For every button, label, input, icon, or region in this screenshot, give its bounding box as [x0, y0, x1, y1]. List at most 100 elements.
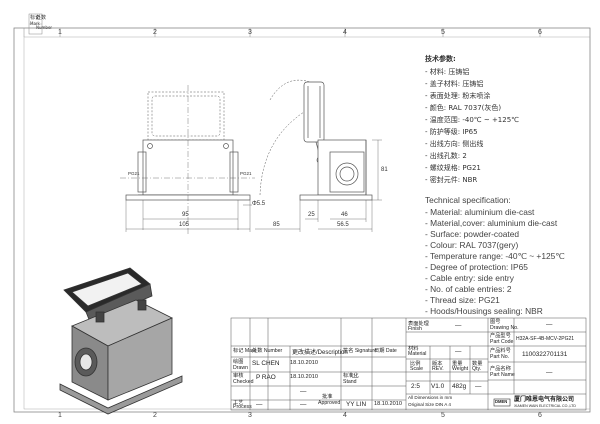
spec-cn-line: - 材料: 压铸铝: [425, 68, 470, 76]
tb-qty-val: —: [475, 383, 482, 390]
company-name-en: XIAMEN WAIN ELECTRICAL CO.,LTD: [514, 404, 576, 408]
tb-drawn-date: 18.10.2010: [290, 360, 318, 366]
spec-cn-line: - 出线方向: 侧出线: [425, 140, 484, 148]
tb-drawing-no-cn: 图号: [490, 319, 501, 325]
tb-h-sign: 签名 Signature: [343, 348, 378, 354]
grid-bottom-5: 5: [441, 412, 445, 419]
tb-material-cn: 材料: [408, 346, 419, 352]
tb-paper-note: Original Size DIN A 4: [408, 402, 451, 407]
tb-qty-cn: 数量: [472, 361, 483, 367]
grid-top-1: 1: [58, 29, 62, 36]
tb-rev-cn: 版本: [432, 361, 443, 367]
spec-en-line: - No. of cable entries: 2: [425, 284, 512, 294]
tb-finish-en: Finish: [408, 326, 422, 332]
tb-checked-date: 18.10.2010: [290, 374, 318, 380]
inner-frame: [23, 36, 591, 410]
spec-en-title: Technical specification:: [425, 195, 511, 205]
tb-finish-val: —: [455, 322, 462, 329]
grid-bottom-6: 6: [538, 412, 542, 419]
company-logo: DMEN: [495, 399, 508, 404]
spec-cn-title: 技术参数:: [425, 55, 456, 63]
spec-en-line: - Degree of protection: IP65: [425, 262, 528, 272]
tb-checked-en: Checked: [233, 379, 254, 385]
grid-bottom-2: 2: [153, 412, 157, 419]
grid-bottom-1: 1: [58, 412, 62, 419]
tb-h-mark: 标记 Mark: [233, 348, 257, 354]
tb-checked-cn: 审核: [233, 373, 244, 379]
dim-side-right: PG21: [240, 171, 252, 176]
tb-scale-en: Scale: [410, 366, 423, 372]
spec-cn-line: - 表面处理: 粉末喷涂: [425, 92, 491, 100]
spec-en-line: - Temperature range: -40℃ ~ +125℃: [425, 251, 565, 261]
tb-stand-cn: 标准化: [343, 373, 359, 379]
tb-part-code-val: H32A-SF-4B-MCV-2PG21: [516, 336, 575, 342]
rev-number-en: Number: [36, 25, 53, 30]
tb-scale-val: 2:5: [411, 383, 420, 390]
tb-drawn-name: SL CHEN: [252, 360, 280, 367]
grid-top-3: 3: [248, 29, 252, 36]
tb-process-name: —: [256, 401, 263, 408]
tb-dims-note: All Dimensions in mm: [408, 395, 453, 400]
tb-material-val: —: [455, 348, 462, 355]
tb-approved-en: Approved: [318, 400, 341, 406]
tb-process-cn: 工艺: [233, 400, 244, 406]
spec-cn-line: - 密封元件: NBR: [425, 176, 478, 184]
tb-drawn-cn: 绘图: [233, 359, 244, 365]
dim-phi: Φ5.5: [252, 201, 266, 207]
tb-drawing-no-val: —: [546, 321, 553, 328]
logo-box: [493, 398, 511, 407]
tb-drawing-no-en: Drawing No.: [490, 325, 519, 331]
dim-25: 25: [308, 212, 315, 218]
tb-h-change: 更改描述/Description: [292, 350, 348, 356]
spec-cn-line: - 螺纹规格: PG21: [425, 164, 481, 172]
spec-en-line: - Surface: powder-coated: [425, 229, 520, 239]
grid-top-6: 6: [538, 29, 542, 36]
spec-en-line: - Cable entry: side entry: [425, 273, 514, 283]
spec-en-line: - Colour: RAL 7037(gery): [425, 240, 519, 250]
side-view: [259, 79, 373, 201]
tb-h-date: 日期 Date: [374, 348, 397, 354]
front-dims: [125, 200, 252, 232]
dim-46: 46: [341, 212, 348, 218]
tb-part-name-en: Part Name: [490, 372, 515, 378]
tb-checked-name: P RAO: [256, 374, 276, 381]
spec-en-line: - Thread size: PG21: [425, 295, 500, 305]
dim-side-left: PG21: [128, 171, 140, 176]
tb-material-en: Material: [408, 351, 427, 357]
tb-rev-val: V1.0: [431, 383, 445, 390]
tb-stand-en: Stand: [343, 379, 357, 385]
tb-part-no-cn: 产品料号: [490, 348, 511, 354]
spec-cn-line: - 防护等级: IP65: [425, 128, 478, 136]
tb-dash-3: —: [300, 388, 307, 395]
tb-weight-en: Weight: [452, 366, 469, 372]
spec-en-line: - Material: aluminium die-cast: [425, 207, 535, 217]
tb-process-en: Process: [233, 404, 252, 410]
spec-cn-line: - 颜色: RAL 7037(灰色): [425, 104, 502, 112]
spec-cn-line: - 出线孔数: 2: [425, 152, 467, 160]
tb-part-no-val: 1100322701131: [522, 351, 568, 358]
spec-cn-line: - 盖子材料: 压铸铝: [425, 80, 484, 88]
tb-dash-1: —: [300, 401, 307, 408]
tb-dash-2: —: [352, 374, 359, 381]
tb-weight-val: 482g: [452, 383, 467, 390]
dim-105: 105: [179, 222, 190, 228]
tb-qty-en: Qty.: [472, 366, 482, 372]
tb-scale-cn: 比例: [410, 361, 421, 367]
tb-weight-cn: 重量: [452, 361, 463, 367]
tb-part-name-val: —: [546, 369, 553, 376]
tb-approved-cn: 批准: [322, 394, 333, 400]
rev-number-cn: 处数: [36, 15, 47, 21]
tb-drawn-en: Drawn: [233, 365, 248, 371]
grid-bottom-3: 3: [248, 412, 252, 419]
tb-approved-date: 18.10.2010: [374, 401, 402, 407]
grid-top-5: 5: [441, 29, 445, 36]
tb-h-number: 处数 Number: [252, 348, 283, 354]
rev-mark-en: Mark: [30, 21, 40, 26]
title-block: [230, 317, 587, 411]
tb-part-code-en: Part Code: [490, 339, 514, 345]
grid-ticks: [23, 28, 541, 37]
side-dims: [255, 139, 382, 232]
grid-top-2: 2: [153, 29, 157, 36]
tb-part-no-en: Part No.: [490, 354, 510, 360]
tb-part-code-cn: 产品型号: [490, 333, 511, 339]
